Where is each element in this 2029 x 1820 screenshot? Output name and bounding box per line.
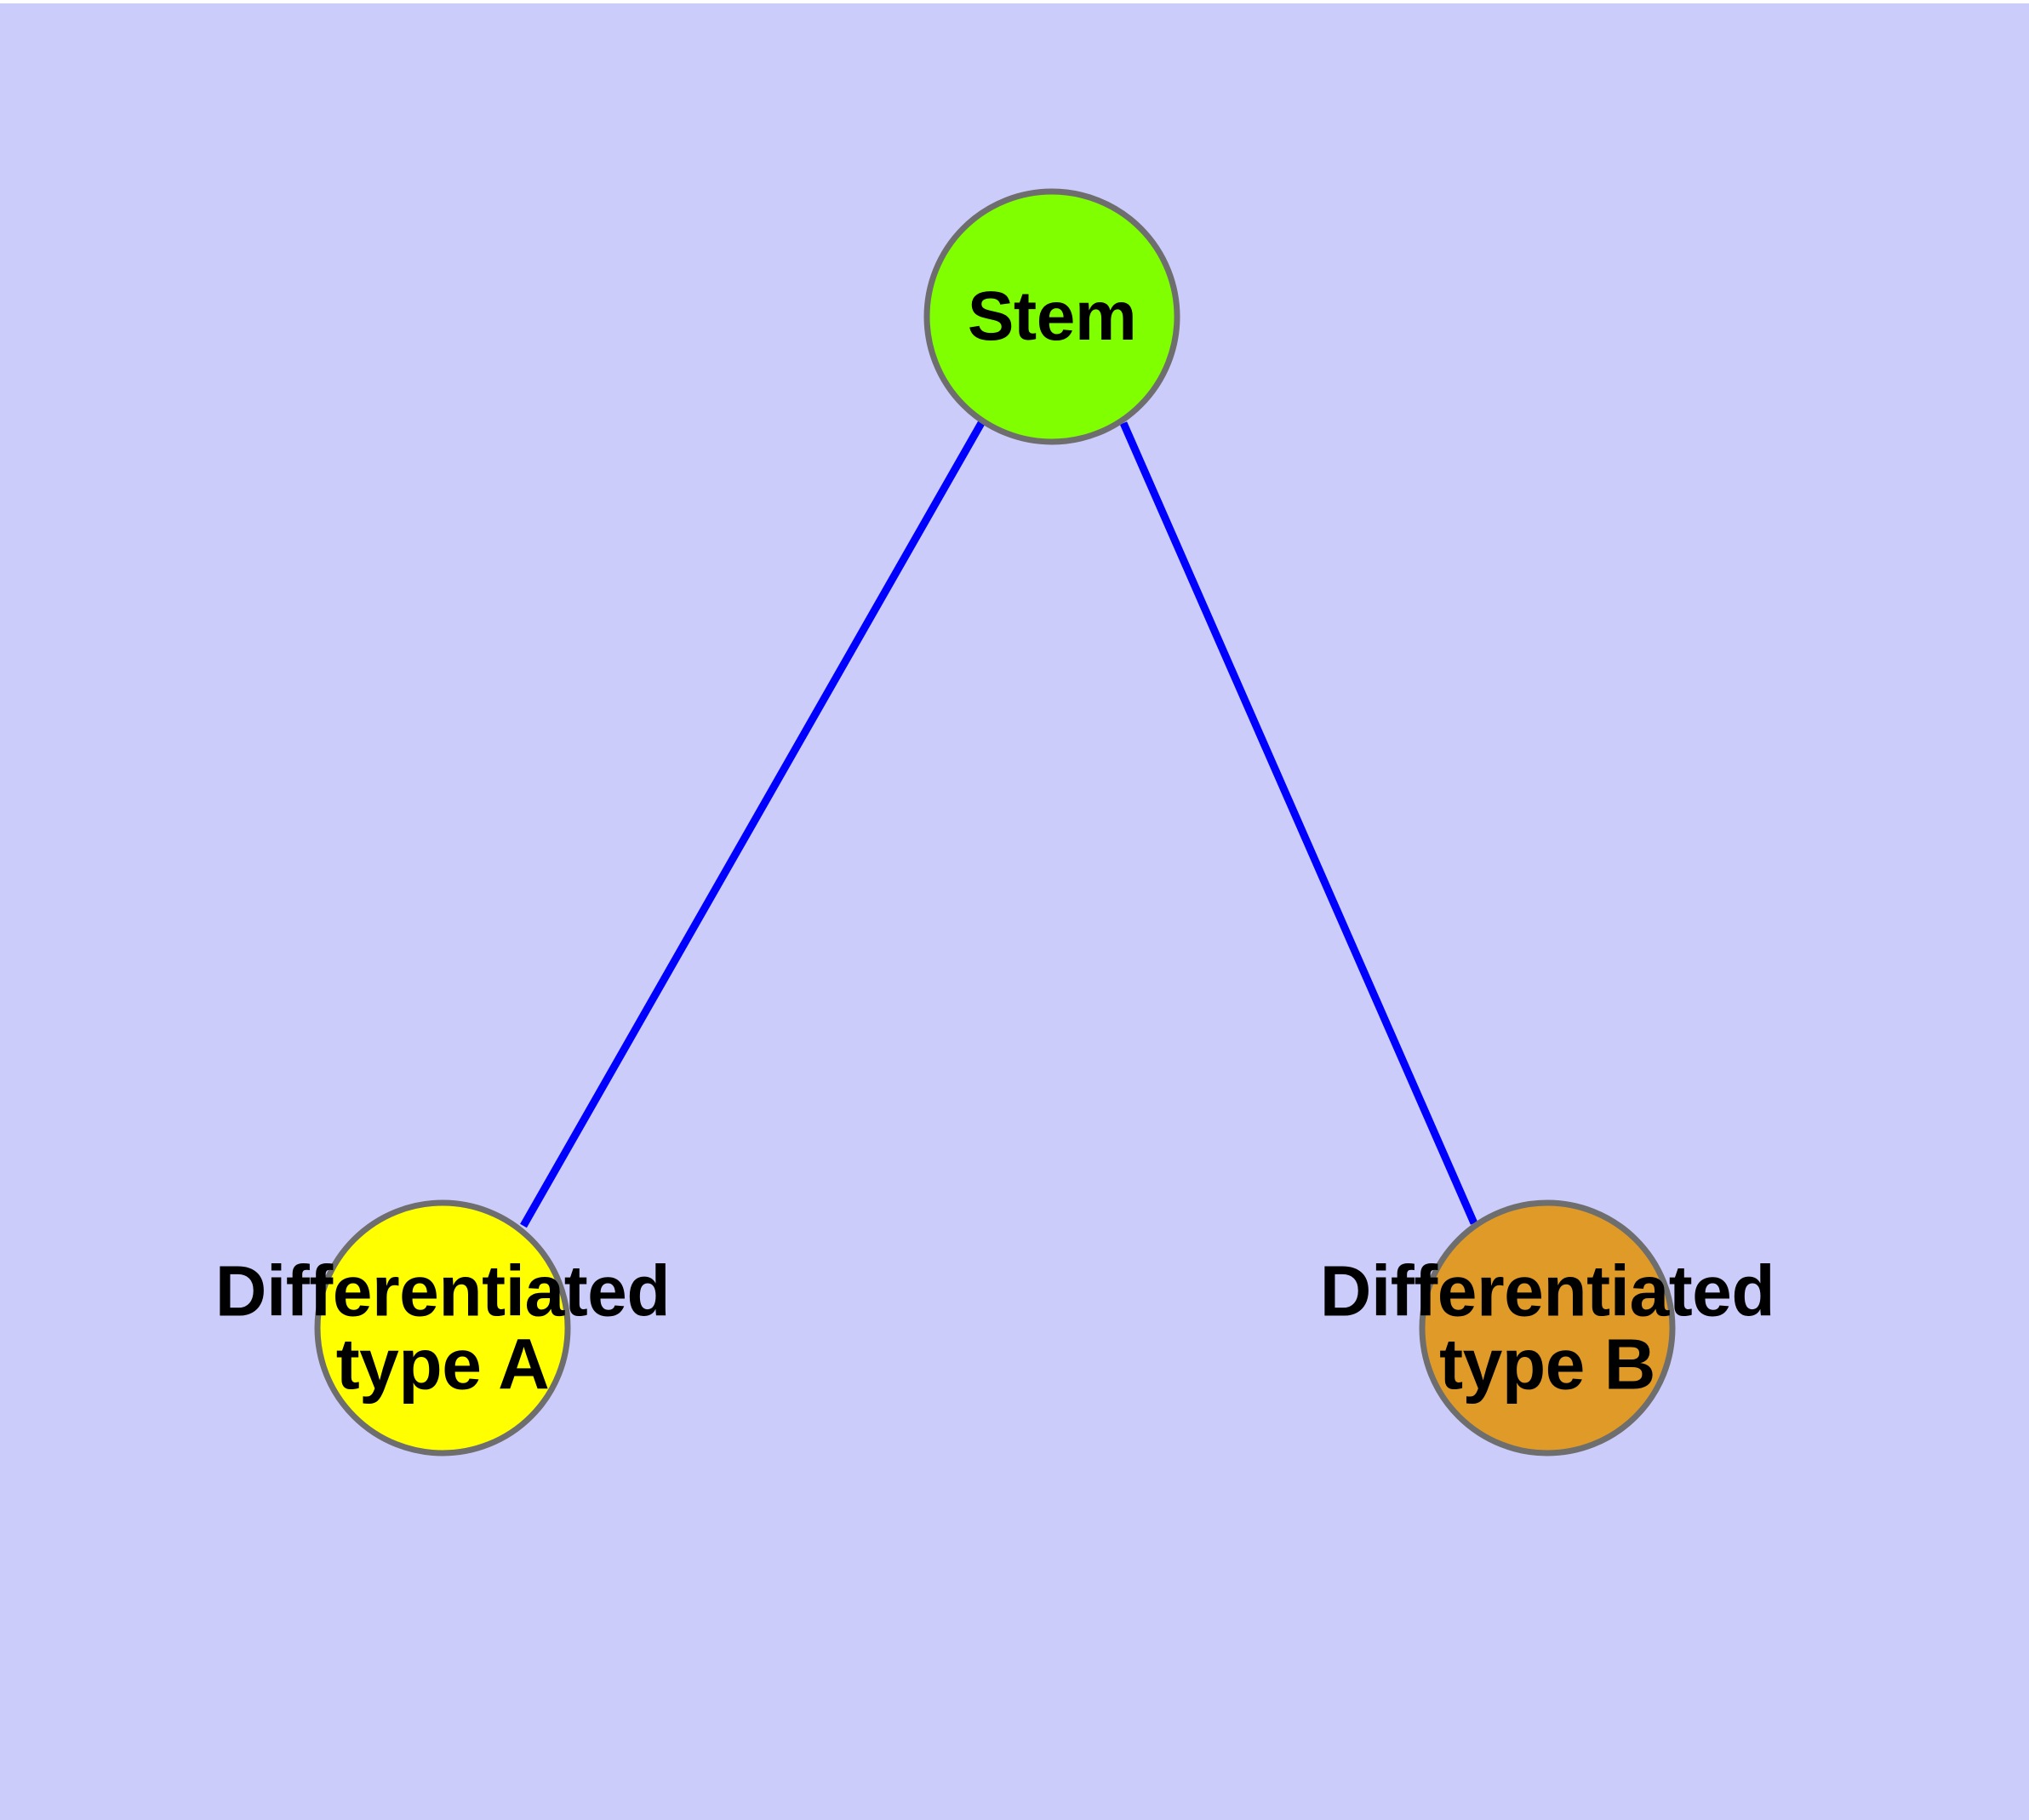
node-layer	[314, 188, 1676, 1457]
node-differentiated-type-a[interactable]	[314, 1199, 571, 1457]
edge-layer	[520, 421, 1478, 1228]
edge-stem-to-differentiated-type-b[interactable]	[1119, 421, 1478, 1225]
node-differentiated-type-b[interactable]	[1419, 1199, 1676, 1457]
node-stem[interactable]	[923, 188, 1180, 445]
edge-stem-to-differentiated-type-a[interactable]	[520, 421, 985, 1228]
